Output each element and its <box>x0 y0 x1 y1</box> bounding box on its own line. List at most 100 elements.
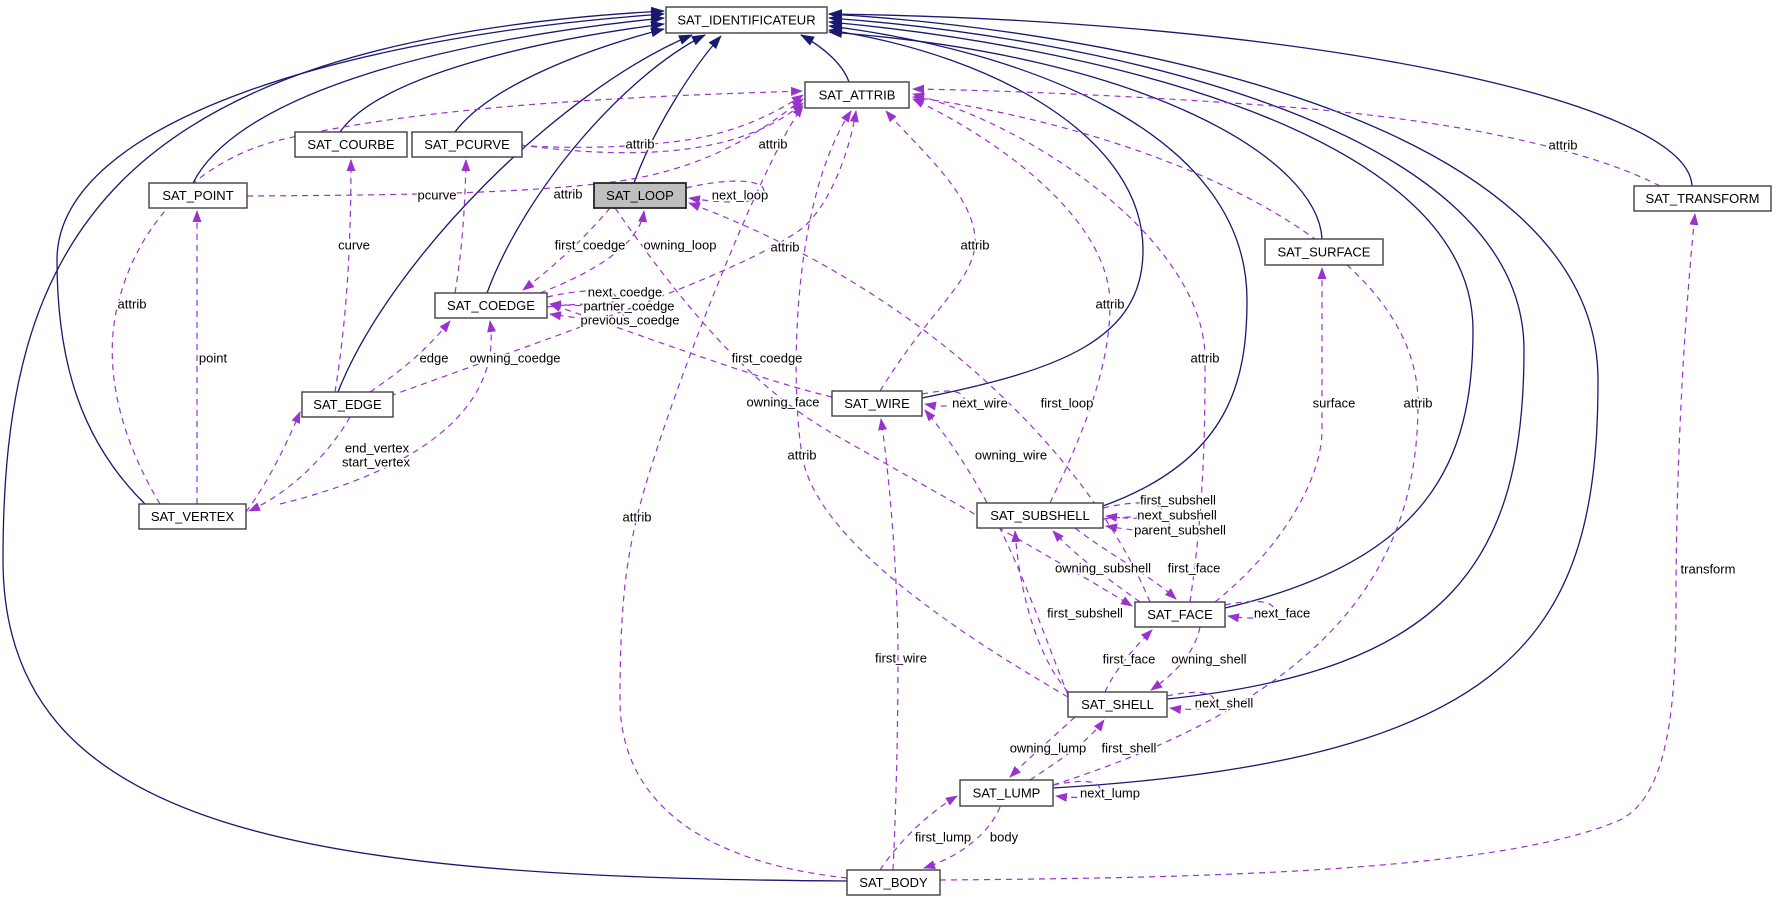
node-sat-subshell-label: SAT_SUBSHELL <box>990 508 1089 523</box>
edge-label: next_shell <box>1195 696 1254 711</box>
node-sat-courbe-box[interactable] <box>294 131 408 158</box>
assoc-owning-lump-edge <box>1009 716 1076 778</box>
edge-label: next_wire <box>952 396 1008 411</box>
edge-label: first_lump <box>915 830 971 845</box>
node-sat-attrib[interactable]: SAT_ATTRIB <box>804 81 910 109</box>
node-sat-transform-box[interactable] <box>1633 185 1772 212</box>
node-sat-transform[interactable]: SAT_TRANSFORM <box>1633 185 1772 212</box>
edges-layer <box>2 6 1699 882</box>
inherit-coedge-edge <box>486 34 706 294</box>
node-sat-shell-box[interactable] <box>1067 691 1168 718</box>
edge-label: surface <box>1313 396 1356 411</box>
inherit-transform-edge <box>828 9 1693 187</box>
node-sat-wire-box[interactable] <box>831 390 923 417</box>
node-sat-surface-box[interactable] <box>1264 238 1384 266</box>
edge-label: attrib <box>788 448 817 463</box>
assoc-attrib-edge-edge <box>389 110 859 397</box>
node-sat-loop-label: SAT_LOOP <box>606 188 674 203</box>
node-sat-lump-box[interactable] <box>959 779 1054 807</box>
node-sat-wire[interactable]: SAT_WIRE <box>831 390 923 417</box>
node-sat-pcurve-label: SAT_PCURVE <box>424 137 510 152</box>
inherit-pcurve-edge <box>454 27 665 133</box>
node-sat-loop[interactable]: SAT_LOOP <box>593 182 687 209</box>
edge-label: end_vertex <box>345 441 410 456</box>
inherit-edge-edge <box>337 34 693 393</box>
inherit-shell-edge <box>828 13 1525 700</box>
edge-label: next_lump <box>1080 786 1140 801</box>
assoc-attrib-shell-edge <box>795 110 1069 698</box>
edge-label: partner_coedge <box>583 299 674 314</box>
node-sat-subshell[interactable]: SAT_SUBSHELL <box>976 502 1104 529</box>
node-sat-lump[interactable]: SAT_LUMP <box>959 779 1054 807</box>
assoc-attrib-lump-edge <box>912 94 1419 786</box>
node-sat-point-label: SAT_POINT <box>162 188 233 203</box>
inherit-surface-edge <box>828 27 1323 240</box>
edge-label: attrib <box>1549 138 1578 153</box>
edge-label: attrib <box>1404 396 1433 411</box>
assoc-coedge-self-1-edge <box>546 290 617 310</box>
assoc-next-wire-edge <box>921 390 965 411</box>
assoc-next-loop-edge <box>685 180 765 205</box>
node-sat-coedge-label: SAT_COEDGE <box>447 298 535 313</box>
node-sat-point-box[interactable] <box>148 182 248 209</box>
node-sat-subshell-box[interactable] <box>976 502 1104 529</box>
edge-label: first_shell <box>1102 741 1157 756</box>
node-sat-edge[interactable]: SAT_EDGE <box>301 391 394 418</box>
assoc-next-shell-edge <box>1166 691 1215 714</box>
edge-label: first_face <box>1168 561 1221 576</box>
node-sat-shell[interactable]: SAT_SHELL <box>1067 691 1168 718</box>
edge-label: first_wire <box>875 651 927 666</box>
inherit-lump-edge <box>828 9 1599 789</box>
node-sat-loop-box[interactable] <box>593 182 687 209</box>
node-sat-identificateur[interactable]: SAT_IDENTIFICATEUR <box>665 6 828 34</box>
node-sat-face[interactable]: SAT_FACE <box>1134 601 1226 628</box>
node-sat-attrib-label: SAT_ATTRIB <box>819 88 896 103</box>
assoc-attrib-subshell-edge <box>912 98 1111 504</box>
node-sat-vertex-label: SAT_VERTEX <box>151 509 235 524</box>
node-sat-pcurve[interactable]: SAT_PCURVE <box>411 131 523 158</box>
edge-label: owning_coedge <box>469 351 560 366</box>
node-sat-body-box[interactable] <box>846 869 941 896</box>
node-sat-pcurve-box[interactable] <box>411 131 523 158</box>
node-sat-surface-label: SAT_SURFACE <box>1278 245 1371 260</box>
edge-label: attrib <box>623 510 652 525</box>
edge-label: attrib <box>626 137 655 152</box>
node-sat-coedge[interactable]: SAT_COEDGE <box>434 292 548 319</box>
edge-label: first_subshell <box>1140 493 1216 508</box>
assoc-owning-shell-edge <box>1150 626 1201 691</box>
edge-label: attrib <box>118 297 147 312</box>
edge-label: next_face <box>1254 606 1310 621</box>
node-sat-edge-box[interactable] <box>301 391 394 418</box>
inherit-point-edge <box>192 14 665 184</box>
assoc-next-lump-edge <box>1052 780 1101 802</box>
node-sat-identificateur-box[interactable] <box>665 6 828 34</box>
node-sat-identificateur-label: SAT_IDENTIFICATEUR <box>677 13 815 28</box>
assoc-owning-edge-edge <box>245 411 301 513</box>
inherit-courbe-edge <box>339 20 665 133</box>
edge-label: previous_coedge <box>580 313 679 328</box>
node-sat-attrib-box[interactable] <box>804 81 910 109</box>
assoc-owning-subshell-edge <box>1052 530 1141 603</box>
edge-label: attrib <box>771 240 800 255</box>
node-sat-body-label: SAT_BODY <box>859 875 928 890</box>
node-sat-vertex-box[interactable] <box>138 503 247 530</box>
node-sat-point[interactable]: SAT_POINT <box>148 182 248 209</box>
node-sat-face-box[interactable] <box>1134 601 1226 628</box>
node-sat-body[interactable]: SAT_BODY <box>846 869 941 896</box>
inherit-loop-edge <box>633 35 722 184</box>
node-sat-vertex[interactable]: SAT_VERTEX <box>138 503 247 530</box>
assoc-owning-face-edge <box>614 207 1133 607</box>
node-sat-courbe[interactable]: SAT_COURBE <box>294 131 408 158</box>
node-sat-face-label: SAT_FACE <box>1147 607 1213 622</box>
node-sat-shell-label: SAT_SHELL <box>1081 697 1154 712</box>
node-sat-coedge-box[interactable] <box>434 292 548 319</box>
inherit-wire-edge <box>828 27 1144 399</box>
assoc-end-start-vertex-edge <box>248 416 351 512</box>
node-sat-surface[interactable]: SAT_SURFACE <box>1264 238 1384 266</box>
edge-label: transform <box>1681 562 1736 577</box>
assoc-first-face-subshell-edge <box>1074 527 1177 600</box>
edge-label: point <box>199 351 228 366</box>
